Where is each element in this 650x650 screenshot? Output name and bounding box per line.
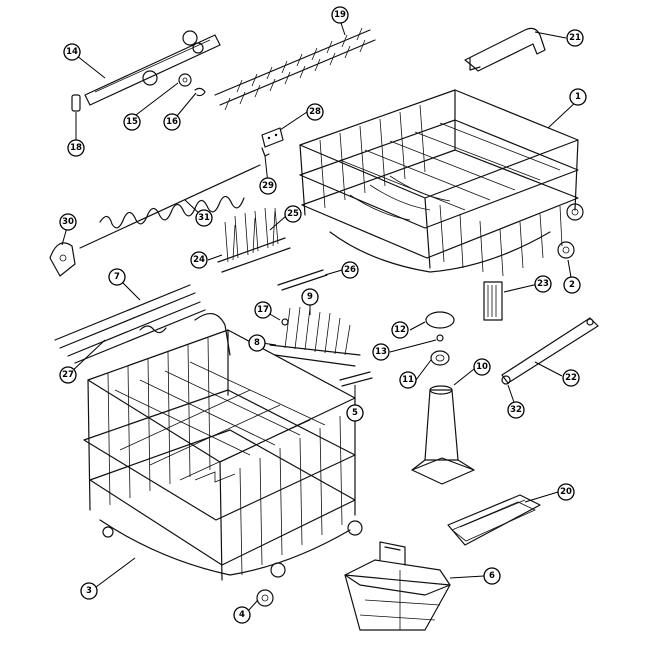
callout-21: 21 xyxy=(566,29,584,47)
wheel-assembly xyxy=(557,241,575,259)
callout-22: 22 xyxy=(562,369,580,387)
callout-12: 12 xyxy=(391,321,409,339)
cup-shelf xyxy=(214,27,376,111)
tine-clip-lower xyxy=(339,371,373,387)
callout-labels: 1 2 3 4 5 6 7 8 9 10 11 12 13 14 15 16 1… xyxy=(59,6,587,624)
svg-text:12: 12 xyxy=(394,325,406,335)
upper-rack xyxy=(299,89,584,277)
callout-4: 4 xyxy=(233,606,251,624)
svg-text:25: 25 xyxy=(287,209,299,219)
silverware-basket xyxy=(344,541,451,631)
svg-text:13: 13 xyxy=(375,347,387,357)
callout-13: 13 xyxy=(372,343,390,361)
callout-25: 25 xyxy=(284,205,302,223)
callout-11: 11 xyxy=(399,371,417,389)
clip-part xyxy=(194,87,206,97)
svg-text:5: 5 xyxy=(352,408,358,418)
leader-lines xyxy=(61,19,579,612)
svg-text:10: 10 xyxy=(476,362,488,372)
svg-text:21: 21 xyxy=(569,33,581,43)
svg-text:9: 9 xyxy=(307,292,313,302)
bracket-part xyxy=(261,127,284,148)
svg-text:2: 2 xyxy=(569,280,575,290)
svg-text:16: 16 xyxy=(166,117,178,127)
callout-30: 30 xyxy=(59,213,77,231)
svg-text:32: 32 xyxy=(510,405,522,415)
callout-10: 10 xyxy=(473,358,491,376)
svg-text:6: 6 xyxy=(489,571,495,581)
svg-text:18: 18 xyxy=(70,143,82,153)
tine-rack xyxy=(217,207,291,273)
tine-clip-part xyxy=(277,269,328,291)
svg-text:20: 20 xyxy=(560,487,572,497)
callout-20: 20 xyxy=(557,483,575,501)
svg-text:8: 8 xyxy=(254,338,260,348)
rack-rails xyxy=(54,284,206,364)
callout-15: 15 xyxy=(123,113,141,131)
svg-text:19: 19 xyxy=(334,10,346,20)
svg-text:3: 3 xyxy=(86,586,92,596)
callout-28: 28 xyxy=(306,103,324,121)
lower-wheel xyxy=(256,589,274,607)
side-bracket xyxy=(483,281,503,321)
rack-handle xyxy=(464,27,546,72)
svg-text:11: 11 xyxy=(402,375,414,385)
callout-16: 16 xyxy=(163,113,181,131)
svg-text:28: 28 xyxy=(309,107,321,117)
callout-27: 27 xyxy=(59,366,77,384)
lower-rack xyxy=(83,313,363,581)
wheel-part xyxy=(178,73,192,87)
callout-26: 26 xyxy=(341,261,359,279)
svg-text:23: 23 xyxy=(537,279,549,289)
folding-tines xyxy=(269,306,361,367)
callout-24: 24 xyxy=(190,251,208,269)
nut-part xyxy=(436,334,444,342)
svg-text:26: 26 xyxy=(344,265,356,275)
callout-32: 32 xyxy=(507,401,525,419)
callout-5: 5 xyxy=(346,404,364,422)
svg-text:14: 14 xyxy=(66,47,78,57)
callout-23: 23 xyxy=(534,275,552,293)
svg-text:29: 29 xyxy=(262,181,274,191)
svg-text:30: 30 xyxy=(62,217,74,227)
svg-text:15: 15 xyxy=(126,117,138,127)
cap-part xyxy=(425,311,455,329)
callout-7: 7 xyxy=(108,268,126,286)
svg-text:1: 1 xyxy=(575,92,581,102)
svg-text:24: 24 xyxy=(193,255,205,265)
callout-6: 6 xyxy=(483,567,501,585)
callout-29: 29 xyxy=(259,177,277,195)
bearing-part xyxy=(430,350,450,366)
svg-text:22: 22 xyxy=(565,373,577,383)
rack-stop-part xyxy=(71,94,81,112)
spray-bar xyxy=(501,317,599,385)
svg-text:7: 7 xyxy=(114,272,120,282)
callout-9: 9 xyxy=(301,288,319,306)
spray-tower xyxy=(411,385,475,485)
callout-14: 14 xyxy=(63,43,81,61)
rack-track xyxy=(84,30,221,106)
small-clip-part xyxy=(261,147,270,157)
small-basket xyxy=(447,494,541,546)
callout-31: 31 xyxy=(195,209,213,227)
callout-1: 1 xyxy=(569,88,587,106)
shelf-clip-part xyxy=(49,242,76,277)
callout-19: 19 xyxy=(331,6,349,24)
callout-17: 17 xyxy=(254,301,272,319)
callout-8: 8 xyxy=(248,334,266,352)
svg-text:27: 27 xyxy=(62,370,74,380)
svg-text:17: 17 xyxy=(257,305,269,315)
svg-text:31: 31 xyxy=(198,213,210,223)
callout-3: 3 xyxy=(80,582,98,600)
callout-18: 18 xyxy=(67,139,85,157)
callout-2: 2 xyxy=(563,276,581,294)
shelf-rod xyxy=(79,164,261,249)
svg-text:4: 4 xyxy=(239,610,245,620)
